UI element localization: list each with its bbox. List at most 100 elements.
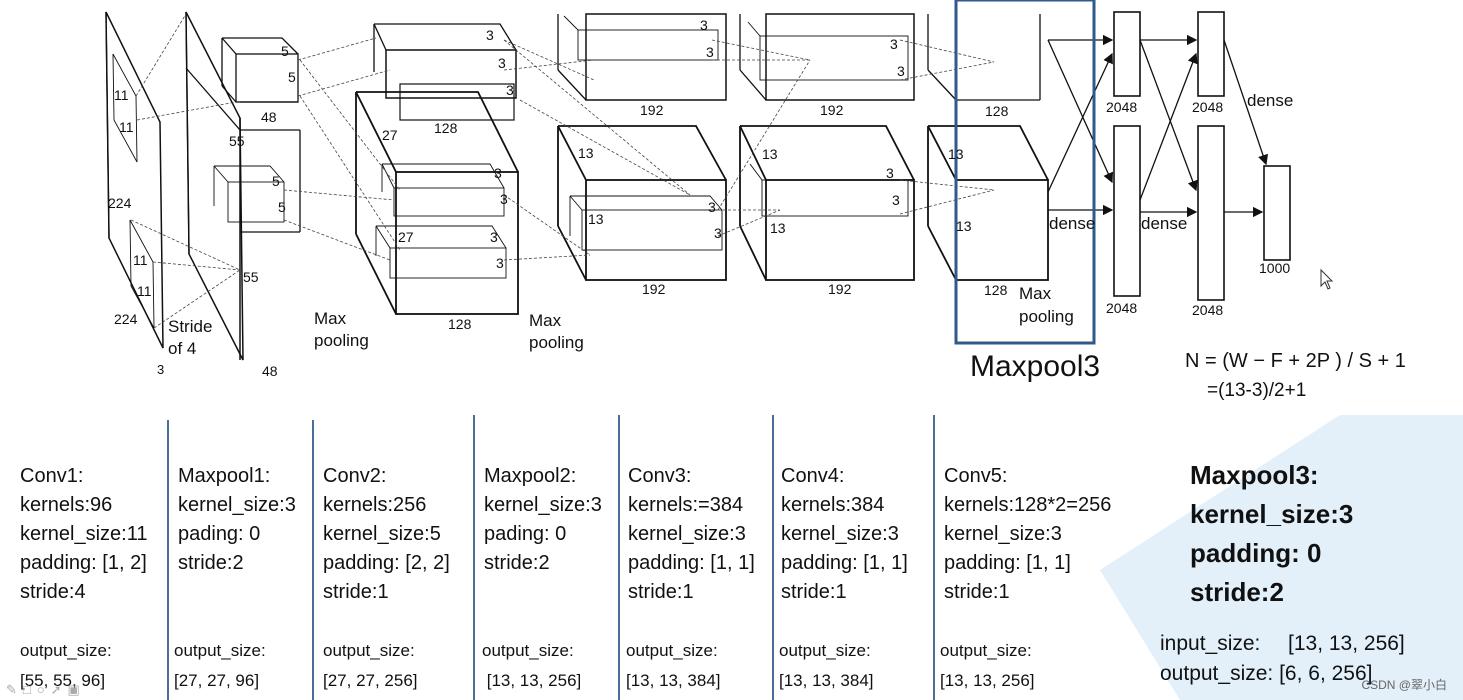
layer-param: kernel_size:3: [484, 494, 602, 516]
layer-param: padding: [1, 2]: [20, 552, 147, 574]
layer-param: kernel_size:5: [323, 523, 441, 545]
dim-label: 11: [114, 87, 129, 103]
layer-output: output_size: [27, 27, 256]: [323, 636, 418, 696]
dim-label: 48: [261, 109, 277, 125]
layer-param: pading: 0: [484, 523, 567, 545]
layer-output: output_size: [13, 13, 256]: [482, 636, 581, 696]
layer-maxpool1: Maxpool1: kernel_size:3 pading: 0 stride…: [174, 462, 296, 690]
maxpool3-io: input_size:[13, 13, 256] output_size: [6…: [1160, 629, 1405, 689]
camera-icon[interactable]: ▣: [67, 682, 86, 697]
input-kernel-top: [112, 53, 138, 163]
dim-label: 3: [506, 82, 514, 98]
dim-label: 3: [490, 229, 498, 245]
dim-label: 5: [278, 199, 286, 215]
layer-param: kernel_size:3: [781, 523, 899, 545]
dim-label: 3: [157, 362, 164, 377]
output-value: [13, 13, 256]: [482, 671, 582, 690]
pointer-icon[interactable]: ➚: [50, 682, 68, 697]
output-size-formula: N = (W − F + 2P ) / S + 1: [1185, 350, 1406, 372]
maxpool-label: Max: [529, 311, 562, 330]
input-size-value: [13, 13, 256]: [1288, 632, 1405, 655]
dim-label: 3: [708, 199, 716, 215]
layer-param: kernels:128*2=256: [944, 494, 1112, 516]
maxpool3-highlight-box: [954, 0, 1096, 345]
dense-label: dense: [1049, 214, 1095, 233]
layer-param: kernel_size:3: [178, 494, 296, 516]
dim-label: 11: [137, 283, 152, 299]
layer-param: kernels:384: [781, 494, 885, 516]
annotation-toolbar[interactable]: ✎□○➚▣: [6, 682, 86, 698]
conv1-filter-box: [227, 181, 285, 223]
dim-label: 3: [714, 225, 722, 241]
maxpool-label: pooling: [529, 333, 584, 352]
layer-conv1: Conv1: kernels:96 kernel_size:11 padding…: [20, 462, 148, 690]
stride-label: of 4: [168, 339, 196, 358]
dim-label: 2048: [1106, 300, 1137, 316]
column-separator: [312, 420, 314, 700]
dim-label: 3: [897, 63, 905, 79]
column-separator: [618, 415, 620, 700]
fc2-bottom: [1197, 125, 1225, 301]
dim-label: 3: [496, 255, 504, 271]
dim-label: 192: [642, 281, 666, 297]
dim-label: 3: [498, 55, 506, 71]
output-label: output_size:: [323, 641, 415, 660]
output-label: output_size:: [779, 641, 871, 660]
dim-label: 13: [770, 220, 786, 236]
layer-param: stride:1: [628, 581, 694, 603]
output-label: output_size:: [626, 641, 718, 660]
layer-param: kernels:=384: [628, 494, 744, 516]
output-label: output_size:: [174, 641, 266, 660]
layer-param: kernels:96: [20, 494, 113, 516]
layer-output: output_size: [13, 13, 256]: [940, 636, 1035, 696]
pen-icon[interactable]: ✎: [6, 682, 23, 697]
maxpool-label: pooling: [314, 331, 369, 350]
dim-label: 5: [281, 43, 289, 59]
layer-param: padding: [2, 2]: [323, 552, 450, 574]
dim-label: 224: [108, 195, 132, 211]
conv1-slab: [185, 11, 244, 361]
layer-param: padding: [1, 1]: [781, 552, 908, 574]
layer-conv4: Conv4: kernels:384 kernel_size:3 padding…: [779, 462, 908, 690]
output-label: output_size:: [482, 641, 574, 660]
layer-output: output_size: [13, 13, 384]: [626, 636, 721, 696]
layer-param: kernel_size:11: [20, 523, 148, 545]
layer-maxpool2: Maxpool2: kernel_size:3 pading: 0 stride…: [482, 462, 602, 690]
layer-param: stride:1: [323, 581, 389, 603]
output-label: output_size:: [940, 641, 1032, 660]
layer-param: pading: 0: [178, 523, 261, 545]
dim-label: 1000: [1259, 260, 1290, 276]
dim-label: 128: [448, 316, 472, 332]
dim-label: 55: [243, 269, 259, 285]
dim-label: 3: [706, 44, 714, 60]
dim-label: 3: [700, 17, 708, 33]
dim-label: 27: [398, 229, 414, 245]
dim-label: 128: [985, 103, 1009, 119]
column-separator: [933, 415, 935, 700]
output-value: [27, 27, 256]: [323, 671, 418, 690]
maxpool3-input-row: input_size:[13, 13, 256]: [1160, 629, 1405, 659]
dim-label: 192: [820, 102, 844, 118]
maxpool3-summary: Maxpool3: kernel_size:3 padding: 0 strid…: [1190, 456, 1353, 612]
layer-param: padding: [1, 1]: [628, 552, 755, 574]
layer-conv3: Conv3: kernels:=384 kernel_size:3 paddin…: [626, 462, 755, 690]
dim-label: 5: [288, 69, 296, 85]
conv2-top-cube: [385, 49, 517, 99]
input-slab: [105, 11, 164, 349]
circle-icon[interactable]: ○: [36, 682, 51, 697]
maxpool3-stride: stride:2: [1190, 577, 1284, 607]
layer-title: Maxpool2:: [484, 465, 577, 487]
dim-label: 128: [434, 120, 458, 136]
layer-param: stride:2: [484, 552, 550, 574]
output-value: [27, 27, 96]: [174, 671, 260, 690]
column-separator: [473, 415, 475, 700]
dense-label: dense: [1247, 91, 1293, 110]
dim-label: 3: [886, 165, 894, 181]
square-icon[interactable]: □: [22, 682, 37, 697]
layer-param: stride:1: [944, 581, 1010, 603]
layer-output: output_size: [27, 27, 96]: [174, 636, 266, 696]
layer-output: output_size: [13, 13, 384]: [779, 636, 874, 696]
layer-param: kernel_size:3: [628, 523, 746, 545]
column-separator: [772, 415, 774, 700]
output-value: [13, 13, 384]: [626, 671, 721, 690]
